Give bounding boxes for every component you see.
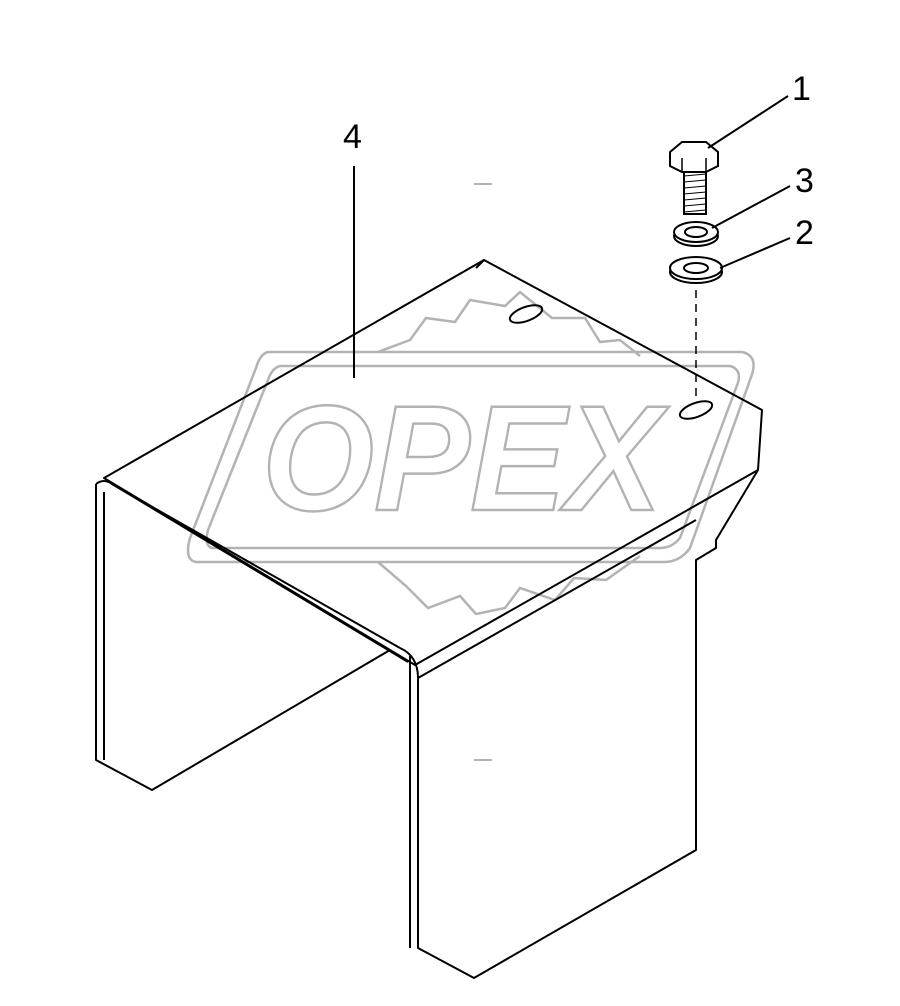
bracket-left-leg [95,484,391,791]
bracket-front-bend-inner [111,483,401,649]
flat-washer [669,256,723,284]
callout-label-1: 1 [792,70,811,108]
opex-watermark [186,290,755,616]
callout-label-3: 3 [795,162,814,200]
watermark-text: OPEX [262,374,670,542]
callout-label-4: 4 [343,118,362,156]
bracket-rear-edge [475,259,485,269]
mounting-slot-right [678,400,714,420]
bolt-threads [683,173,707,213]
leader-lines [353,95,791,378]
u-bracket [95,259,763,979]
bracket-front-bend [95,480,409,663]
bracket-right-leg [399,469,759,979]
watermark-gear-top [377,290,641,357]
watermark-gear-bottom [377,554,641,616]
leader-line-3 [711,185,791,229]
bracket-top-plate [103,259,763,666]
watermark-frame-inner [205,364,741,550]
bracket-right-side-edge [417,519,697,679]
leader-line-2 [719,237,791,269]
watermark-frame-outer [186,350,755,564]
lock-washer [673,221,719,247]
hex-bolt [669,141,719,215]
callout-label-2: 2 [795,214,814,252]
mounting-slot-left [508,304,544,324]
leader-line-1 [707,95,789,149]
